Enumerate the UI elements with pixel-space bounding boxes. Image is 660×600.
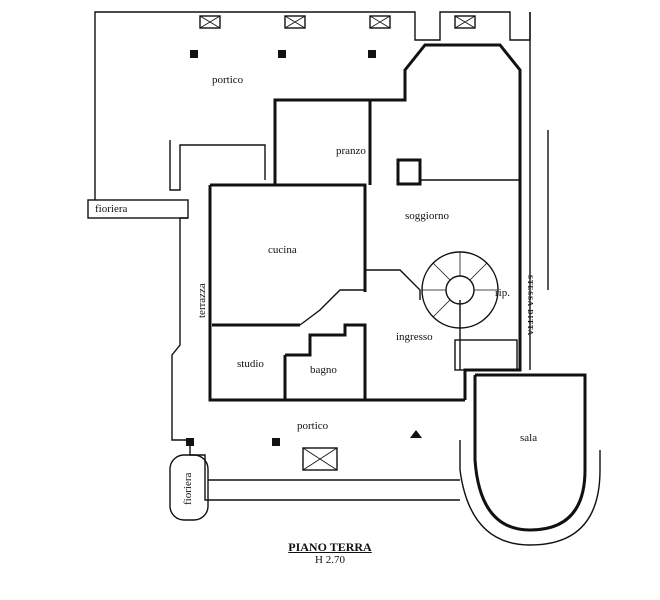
- plan-title: PIANO TERRA: [288, 540, 372, 554]
- spiral-staircase: [421, 251, 499, 329]
- plan-height: H 2.70: [315, 554, 345, 566]
- house-outer-wall: [208, 185, 465, 402]
- label-pranzo: pranzo: [336, 145, 366, 157]
- label-portico-bottom: portico: [297, 420, 329, 432]
- bagno-wall: [285, 323, 367, 400]
- fioriera-left-box: [87, 199, 189, 219]
- house-right-wall: [463, 130, 522, 400]
- portico-top-boundary: [94, 11, 531, 200]
- bagno-stair-wall: [299, 289, 365, 326]
- pillar: [396, 158, 422, 186]
- label-studio: studio: [237, 358, 264, 370]
- rip-niche: [454, 339, 518, 371]
- skylight-markers: [199, 15, 476, 471]
- label-bagno: bagno: [310, 364, 337, 376]
- label-terrazza: terrazza: [196, 283, 208, 318]
- fioriera-bottom-box: [169, 454, 209, 521]
- ingresso-divider: [365, 269, 421, 300]
- label-rip: rip.: [495, 287, 510, 299]
- pranzo-wall: [273, 43, 522, 185]
- label-soggiorno: soggiorno: [405, 210, 449, 222]
- label-stessa-ditta: STESSA DITTA: [526, 275, 534, 337]
- label-portico-top: portico: [212, 74, 244, 86]
- portico-columns: [186, 50, 422, 446]
- terrace-top-rail: [169, 140, 266, 191]
- sala-room: [459, 373, 601, 546]
- cucina-wall: [210, 183, 367, 292]
- label-ingresso: ingresso: [396, 331, 433, 343]
- label-fioriera-bottom: fioriera: [182, 472, 194, 505]
- label-cucina: cucina: [268, 244, 297, 256]
- terrazza-boundary: [171, 217, 460, 501]
- label-fioriera-left: fioriera: [95, 203, 128, 215]
- label-sala: sala: [520, 432, 538, 444]
